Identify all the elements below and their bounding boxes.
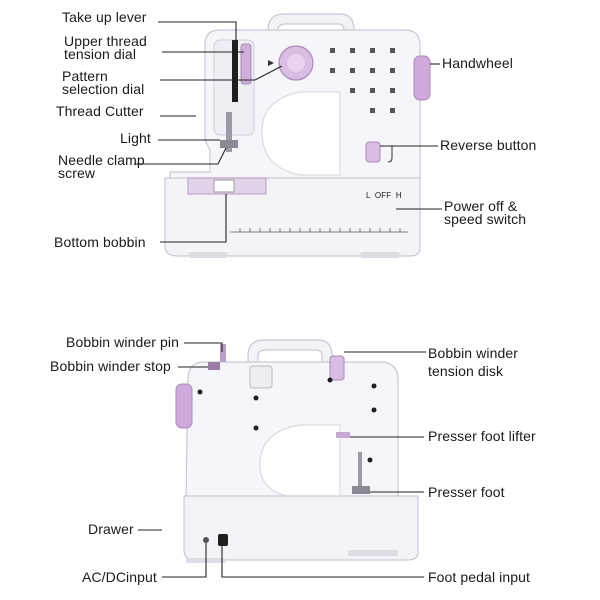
label-bobbin-winder-tension-disk: Bobbin winder tension disk	[428, 345, 519, 379]
reverse-button	[365, 141, 381, 163]
back-needle-bar	[358, 452, 362, 488]
label-power-speed-switch: Power off & speed switch	[444, 198, 527, 227]
pattern-dial-center	[287, 54, 305, 72]
label-reverse-button: Reverse button	[440, 137, 537, 153]
label-bobbin-winder-stop: Bobbin winder stop	[50, 358, 171, 374]
ruler-ticks	[239, 228, 401, 232]
needle-clamp	[220, 140, 238, 148]
label-take-up-lever: Take up lever	[62, 9, 147, 25]
back-base	[183, 495, 419, 561]
label-upper-thread-tension-dial: Upper thread tension dial	[64, 33, 147, 62]
needle-bar	[226, 112, 232, 152]
bobbin-winder-stop	[208, 362, 220, 370]
bobbin-window	[213, 179, 235, 193]
label-light: Light	[120, 130, 151, 146]
back-view-machine	[175, 339, 419, 563]
label-needle-clamp-screw: Needle clamp screw	[58, 152, 145, 181]
back-arm-opening	[259, 424, 341, 499]
label-handwheel: Handwheel	[442, 55, 513, 71]
speed-switch-marks: L OFF H	[366, 191, 402, 200]
ac-dc-port	[203, 537, 209, 543]
arm-opening	[261, 91, 341, 176]
label-thread-cutter: Thread Cutter	[56, 103, 144, 119]
front-foot	[188, 252, 228, 258]
tension-dial	[240, 43, 252, 85]
take-up-lever-slot	[232, 40, 238, 102]
back-handwheel	[175, 383, 193, 429]
spool	[249, 365, 273, 389]
stitch-chart	[330, 48, 395, 113]
label-bottom-bobbin: Bottom bobbin	[54, 234, 146, 250]
label-drawer: Drawer	[88, 521, 134, 537]
label-ac-dc-input: AC/DCinput	[82, 569, 157, 585]
bobbin-winder-pin	[220, 344, 226, 362]
machine-base	[164, 177, 421, 257]
label-presser-foot-lifter: Presser foot lifter	[428, 428, 536, 444]
reverse-icon	[387, 146, 393, 163]
tension-disk	[329, 355, 345, 381]
presser-foot-lifter	[336, 432, 350, 438]
presser-foot	[352, 486, 370, 494]
handwheel	[413, 55, 431, 101]
foot-pedal-port	[218, 534, 228, 546]
label-pattern-selection-dial: Pattern selection dial	[62, 68, 145, 97]
label-presser-foot: Presser foot	[428, 484, 505, 500]
label-foot-pedal-input: Foot pedal input	[428, 569, 531, 585]
drawer-slot	[348, 550, 398, 556]
rear-foot	[360, 252, 400, 258]
back-carry-handle	[247, 339, 333, 363]
dial-pointer-icon	[268, 60, 274, 66]
front-view-machine	[164, 13, 431, 258]
label-bobbin-winder-pin: Bobbin winder pin	[66, 334, 179, 350]
leader-lines	[134, 21, 442, 578]
